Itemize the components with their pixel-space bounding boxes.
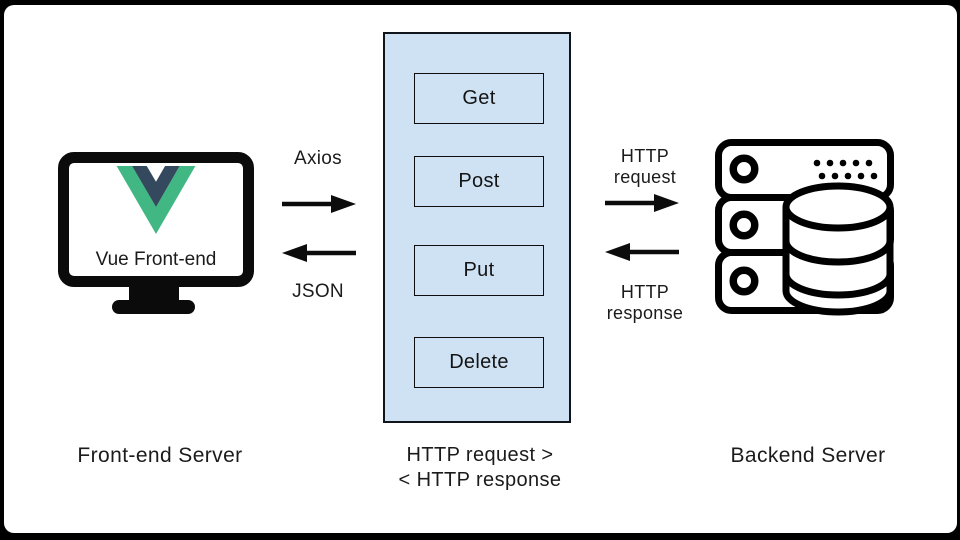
http-response-label: HTTP response (606, 282, 684, 323)
vue-logo-icon (116, 166, 196, 234)
backend-caption: Backend Server (730, 444, 886, 467)
http-panel-caption-line1: HTTP request > (406, 444, 554, 466)
json-label: JSON (292, 281, 344, 302)
monitor-screen: Vue Front-end (69, 163, 243, 276)
method-box-get: Get (414, 73, 544, 124)
json-arrow-left-icon (282, 244, 356, 262)
http-response-arrow-left-icon (605, 243, 679, 261)
http-methods-panel: Get Post Put Delete (383, 32, 571, 423)
method-box-put: Put (414, 245, 544, 296)
http-panel-caption: HTTP request > < HTTP response (360, 443, 600, 493)
method-box-post: Post (414, 156, 544, 207)
http-panel-caption-line2: < HTTP response (398, 469, 562, 491)
axios-arrow-right-icon (282, 195, 356, 213)
method-box-delete: Delete (414, 337, 544, 388)
database-server-icon (715, 139, 894, 316)
monitor-stand-neck (129, 284, 179, 303)
monitor-screen-label: Vue Front-end (95, 249, 217, 270)
frontend-caption: Front-end Server (77, 444, 243, 467)
axios-label: Axios (294, 148, 342, 169)
monitor-stand-base (112, 300, 195, 314)
http-request-arrow-right-icon (605, 194, 679, 212)
http-request-label: HTTP request (613, 146, 677, 187)
monitor-icon: Vue Front-end (58, 152, 254, 287)
